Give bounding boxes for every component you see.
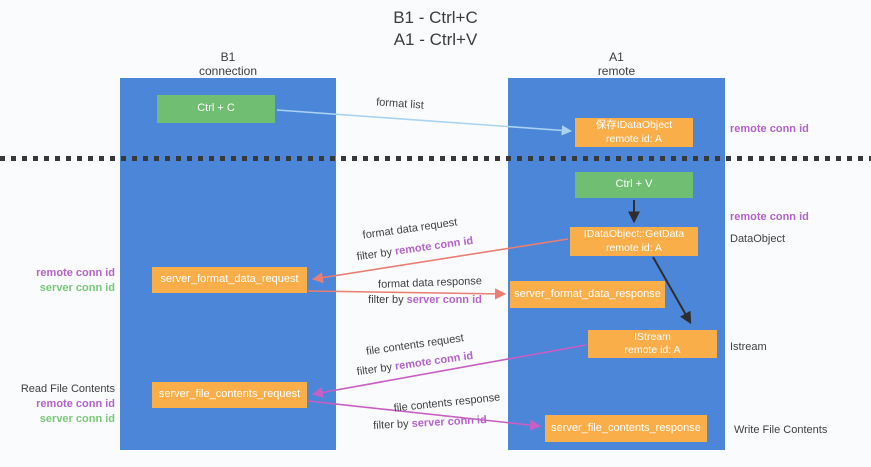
left-label-block-format: remote conn id server conn id — [15, 266, 115, 296]
filter-server-conn-id-1: server conn id — [406, 294, 482, 306]
lane-a1-role: remote — [597, 63, 636, 78]
filter-by-text-1: filter by — [356, 245, 396, 264]
node-sfcresp-label: server_file_contents_response — [551, 421, 701, 434]
label-format-data-response: format data response — [377, 275, 483, 291]
node-server-format-data-response: server_format_data_response — [510, 281, 665, 308]
node-sfcreq-label: server_file_contents_request — [158, 388, 301, 401]
lane-header-b1: B1 connection — [120, 50, 336, 79]
label-istream: Istream — [730, 341, 767, 353]
lane-b1-role: connection — [198, 63, 258, 78]
node-istream: IStream remote id: A — [588, 330, 717, 358]
node-istream-line2: remote id: A — [624, 344, 681, 356]
lane-b1-name: B1 — [220, 50, 236, 64]
filter-by-text-4: filter by — [372, 417, 412, 432]
node-ctrl-c: Ctrl + C — [157, 95, 275, 123]
label-filter-by-server-1: filter by server conn id — [345, 294, 505, 306]
label-read-file-contents: Read File Contents — [20, 383, 115, 395]
node-istream-line1: IStream — [634, 330, 671, 343]
node-sfdreq-label: server_format_data_request — [160, 273, 299, 286]
node-ctrl-v: Ctrl + V — [575, 172, 693, 198]
filter-remote-conn-id-1: remote conn id — [394, 234, 474, 258]
filter-remote-conn-id-2: remote conn id — [394, 349, 474, 373]
label-remote-conn-id-top: remote conn id — [730, 123, 809, 135]
node-save-idataobject-line2: remote id: A — [605, 132, 663, 145]
filter-by-text-2: filter by — [368, 294, 407, 306]
title-line-2: A1 - Ctrl+V — [393, 30, 478, 50]
node-save-idataobject: 保存IDataObject remote id: A — [575, 118, 693, 147]
node-ctrl-v-label: Ctrl + V — [615, 178, 653, 191]
label-format-list: format list — [375, 96, 425, 112]
node-server-format-data-request: server_format_data_request — [152, 267, 307, 293]
label-remote-conn-id-left1: remote conn id — [36, 267, 115, 279]
lane-a1-name: A1 — [609, 50, 624, 64]
label-remote-conn-id-mid: remote conn id — [730, 211, 809, 223]
left-label-block-file: Read File Contents remote conn id server… — [15, 382, 115, 427]
node-idataobject-getdata: IDataObject::GetData remote id: A — [570, 227, 698, 256]
node-getdata-line2: remote id: A — [605, 241, 663, 254]
label-remote-conn-id-left2: remote conn id — [36, 397, 115, 410]
node-sfdresp-label: server_format_data_response — [514, 287, 661, 300]
title-line-1: B1 - Ctrl+C — [393, 8, 478, 27]
filter-server-conn-id-2: server conn id — [411, 414, 488, 430]
label-server-conn-id-left2: server conn id — [39, 412, 115, 425]
node-server-file-contents-response: server_file_contents_response — [545, 415, 707, 442]
diagram-title: B1 - Ctrl+C A1 - Ctrl+V — [0, 7, 871, 52]
dashed-divider — [0, 156, 871, 161]
label-dataobject: DataObject — [730, 233, 786, 245]
node-getdata-line1: IDataObject::GetData — [583, 228, 685, 241]
node-ctrl-c-label: Ctrl + C — [197, 102, 235, 115]
node-server-file-contents-request: server_file_contents_request — [152, 382, 307, 408]
lane-header-a1: A1 remote — [508, 50, 725, 79]
filter-by-text-3: filter by — [356, 360, 396, 379]
label-server-conn-id-left1: server conn id — [39, 281, 115, 294]
node-save-idataobject-line1: 保存IDataObject — [595, 119, 673, 132]
label-write-file-contents: Write File Contents — [734, 424, 828, 436]
